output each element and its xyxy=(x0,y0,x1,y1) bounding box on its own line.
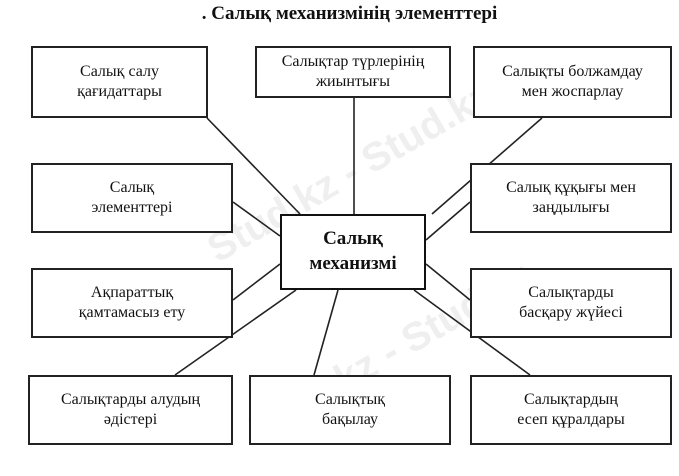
box-tax-management-system: Салықтарды басқару жүйесі xyxy=(470,268,672,338)
connector-top-left xyxy=(206,117,301,215)
box-tax-collection-methods: Салықтарды алудың әдістері xyxy=(28,375,233,445)
connector-mid-left-upper xyxy=(232,201,281,237)
connector-mid-right-upper xyxy=(425,201,471,241)
connector-bottom-middle xyxy=(313,289,339,376)
box-tax-forecasting: Салықты болжамдау мен жоспарлау xyxy=(473,46,672,118)
connector-mid-right-lower xyxy=(425,263,471,301)
box-tax-principles: Салық салу қағидаттары xyxy=(31,46,208,118)
box-tax-types-set: Салықтар түрлерінің жиынтығы xyxy=(255,46,451,98)
box-tax-control: Салықтық бақылау xyxy=(249,375,451,445)
diagram-title: . Салық механизмінің элементтері xyxy=(201,3,498,24)
connector-mid-left-lower xyxy=(232,263,281,301)
box-information-support: Ақпараттық қамтамасыз ету xyxy=(31,268,233,338)
connector-bottom-left xyxy=(174,289,297,376)
box-tax-mechanism: Салық механизмі xyxy=(280,214,426,290)
box-tax-accounting-tools: Салықтардың есеп құралдары xyxy=(470,375,672,445)
box-tax-law: Салық құқығы мен заңдылығы xyxy=(470,163,672,233)
box-tax-elements: Салық элементтері xyxy=(31,163,233,233)
